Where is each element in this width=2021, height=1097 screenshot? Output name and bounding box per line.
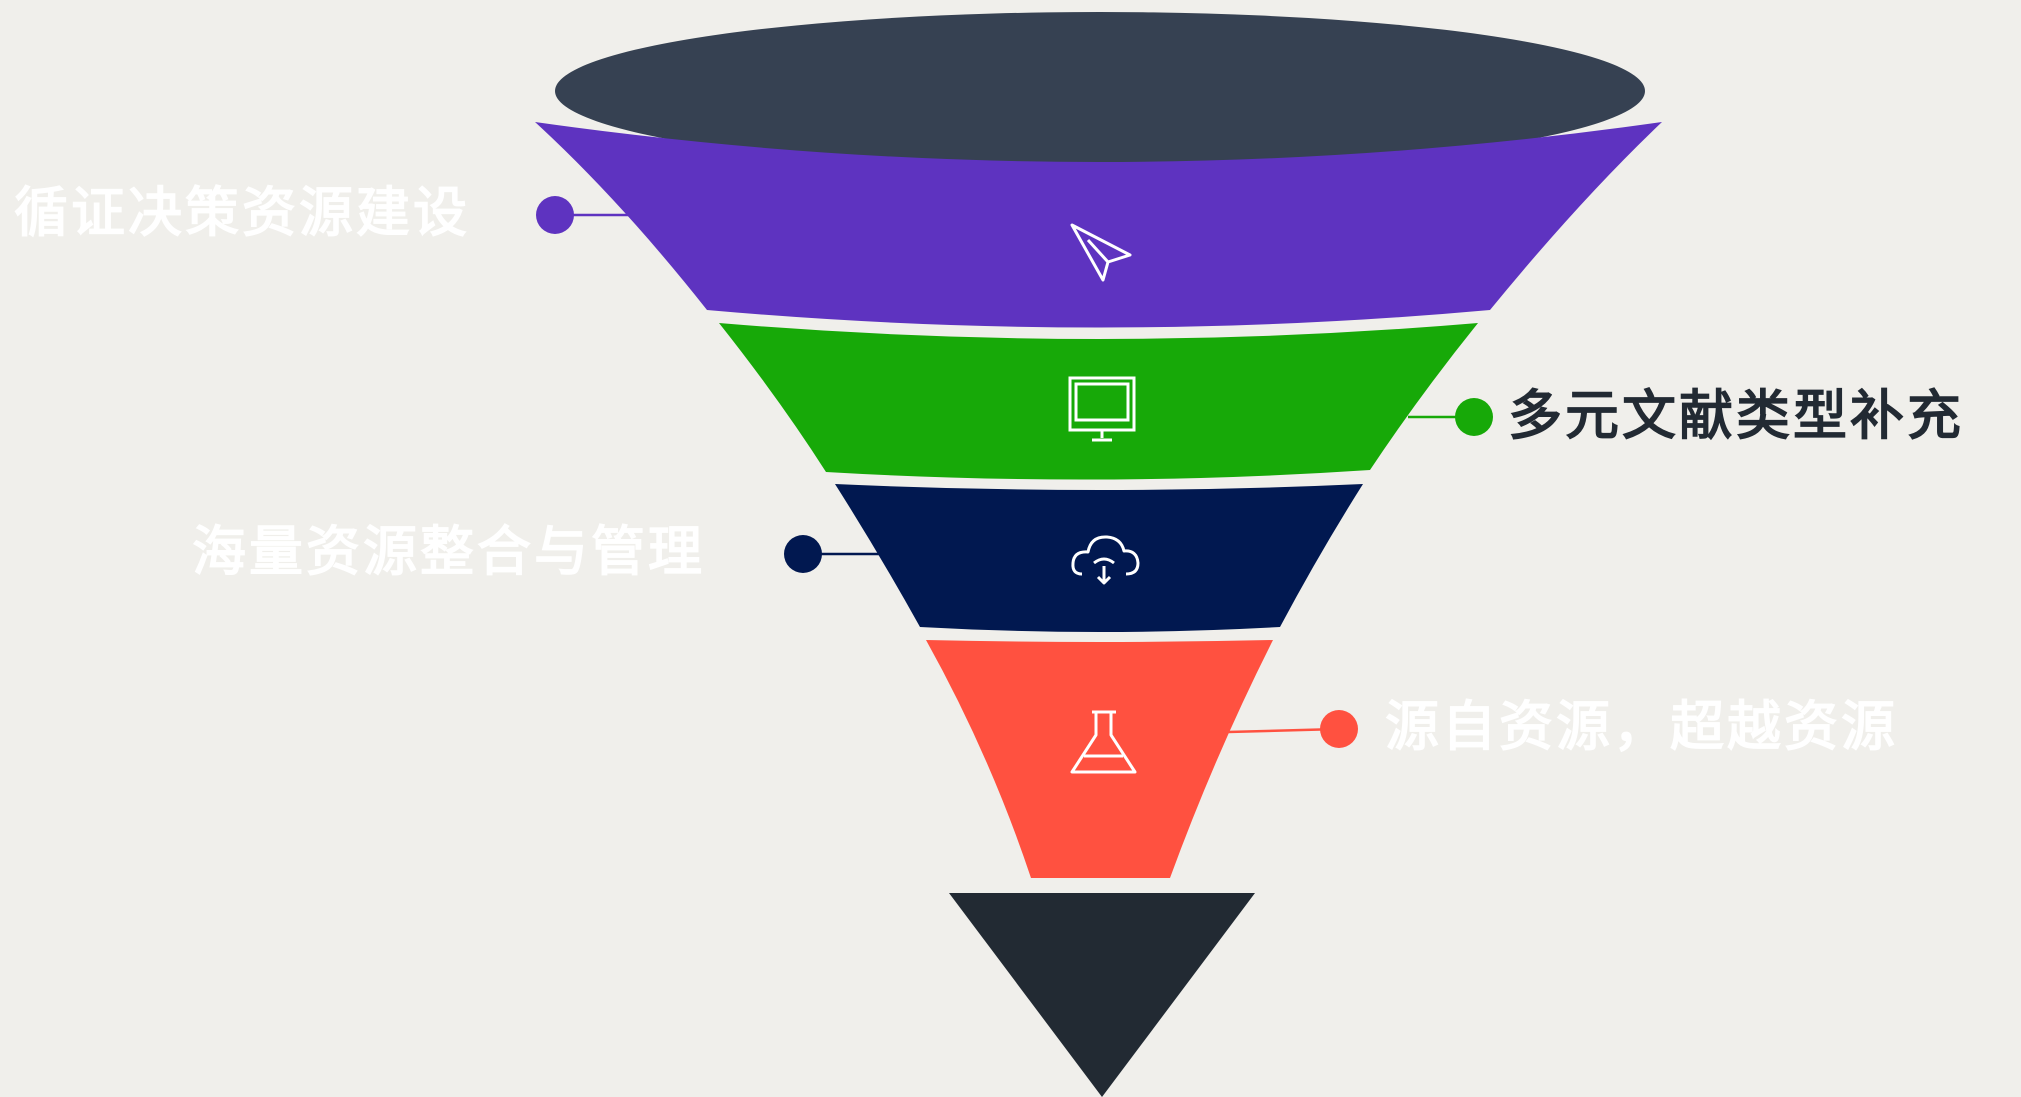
stage-label-3: 海量资源整合与管理 [192, 520, 705, 583]
stage-label-2: 多元文献类型补充 [1508, 384, 1964, 447]
funnel-stage-4 [926, 640, 1273, 878]
connector-stage-1 [536, 196, 628, 234]
connector-dot-3 [784, 535, 822, 573]
cloud-download-icon [1071, 535, 1140, 585]
funnel-stage-3 [835, 484, 1363, 632]
funnel-tip [949, 893, 1255, 1097]
stage-label-4: 源自资源，超越资源 [1385, 695, 1898, 758]
connector-stage-2 [1408, 398, 1493, 436]
connector-dot-1 [536, 196, 574, 234]
funnel-top-ellipse [555, 12, 1645, 170]
funnel-stage-2 [719, 323, 1478, 480]
connector-stage-3 [784, 535, 880, 573]
connector-stage-4 [1227, 710, 1358, 748]
funnel-stage-1 [535, 122, 1662, 328]
flask-icon [1070, 710, 1137, 774]
stage-label-1: 循证决策资源建设 [14, 181, 470, 244]
paper-plane-cursor-icon [1070, 223, 1132, 282]
connector-dot-2 [1455, 398, 1493, 436]
monitor-icon [1068, 376, 1136, 442]
connector-dot-4 [1320, 710, 1358, 748]
